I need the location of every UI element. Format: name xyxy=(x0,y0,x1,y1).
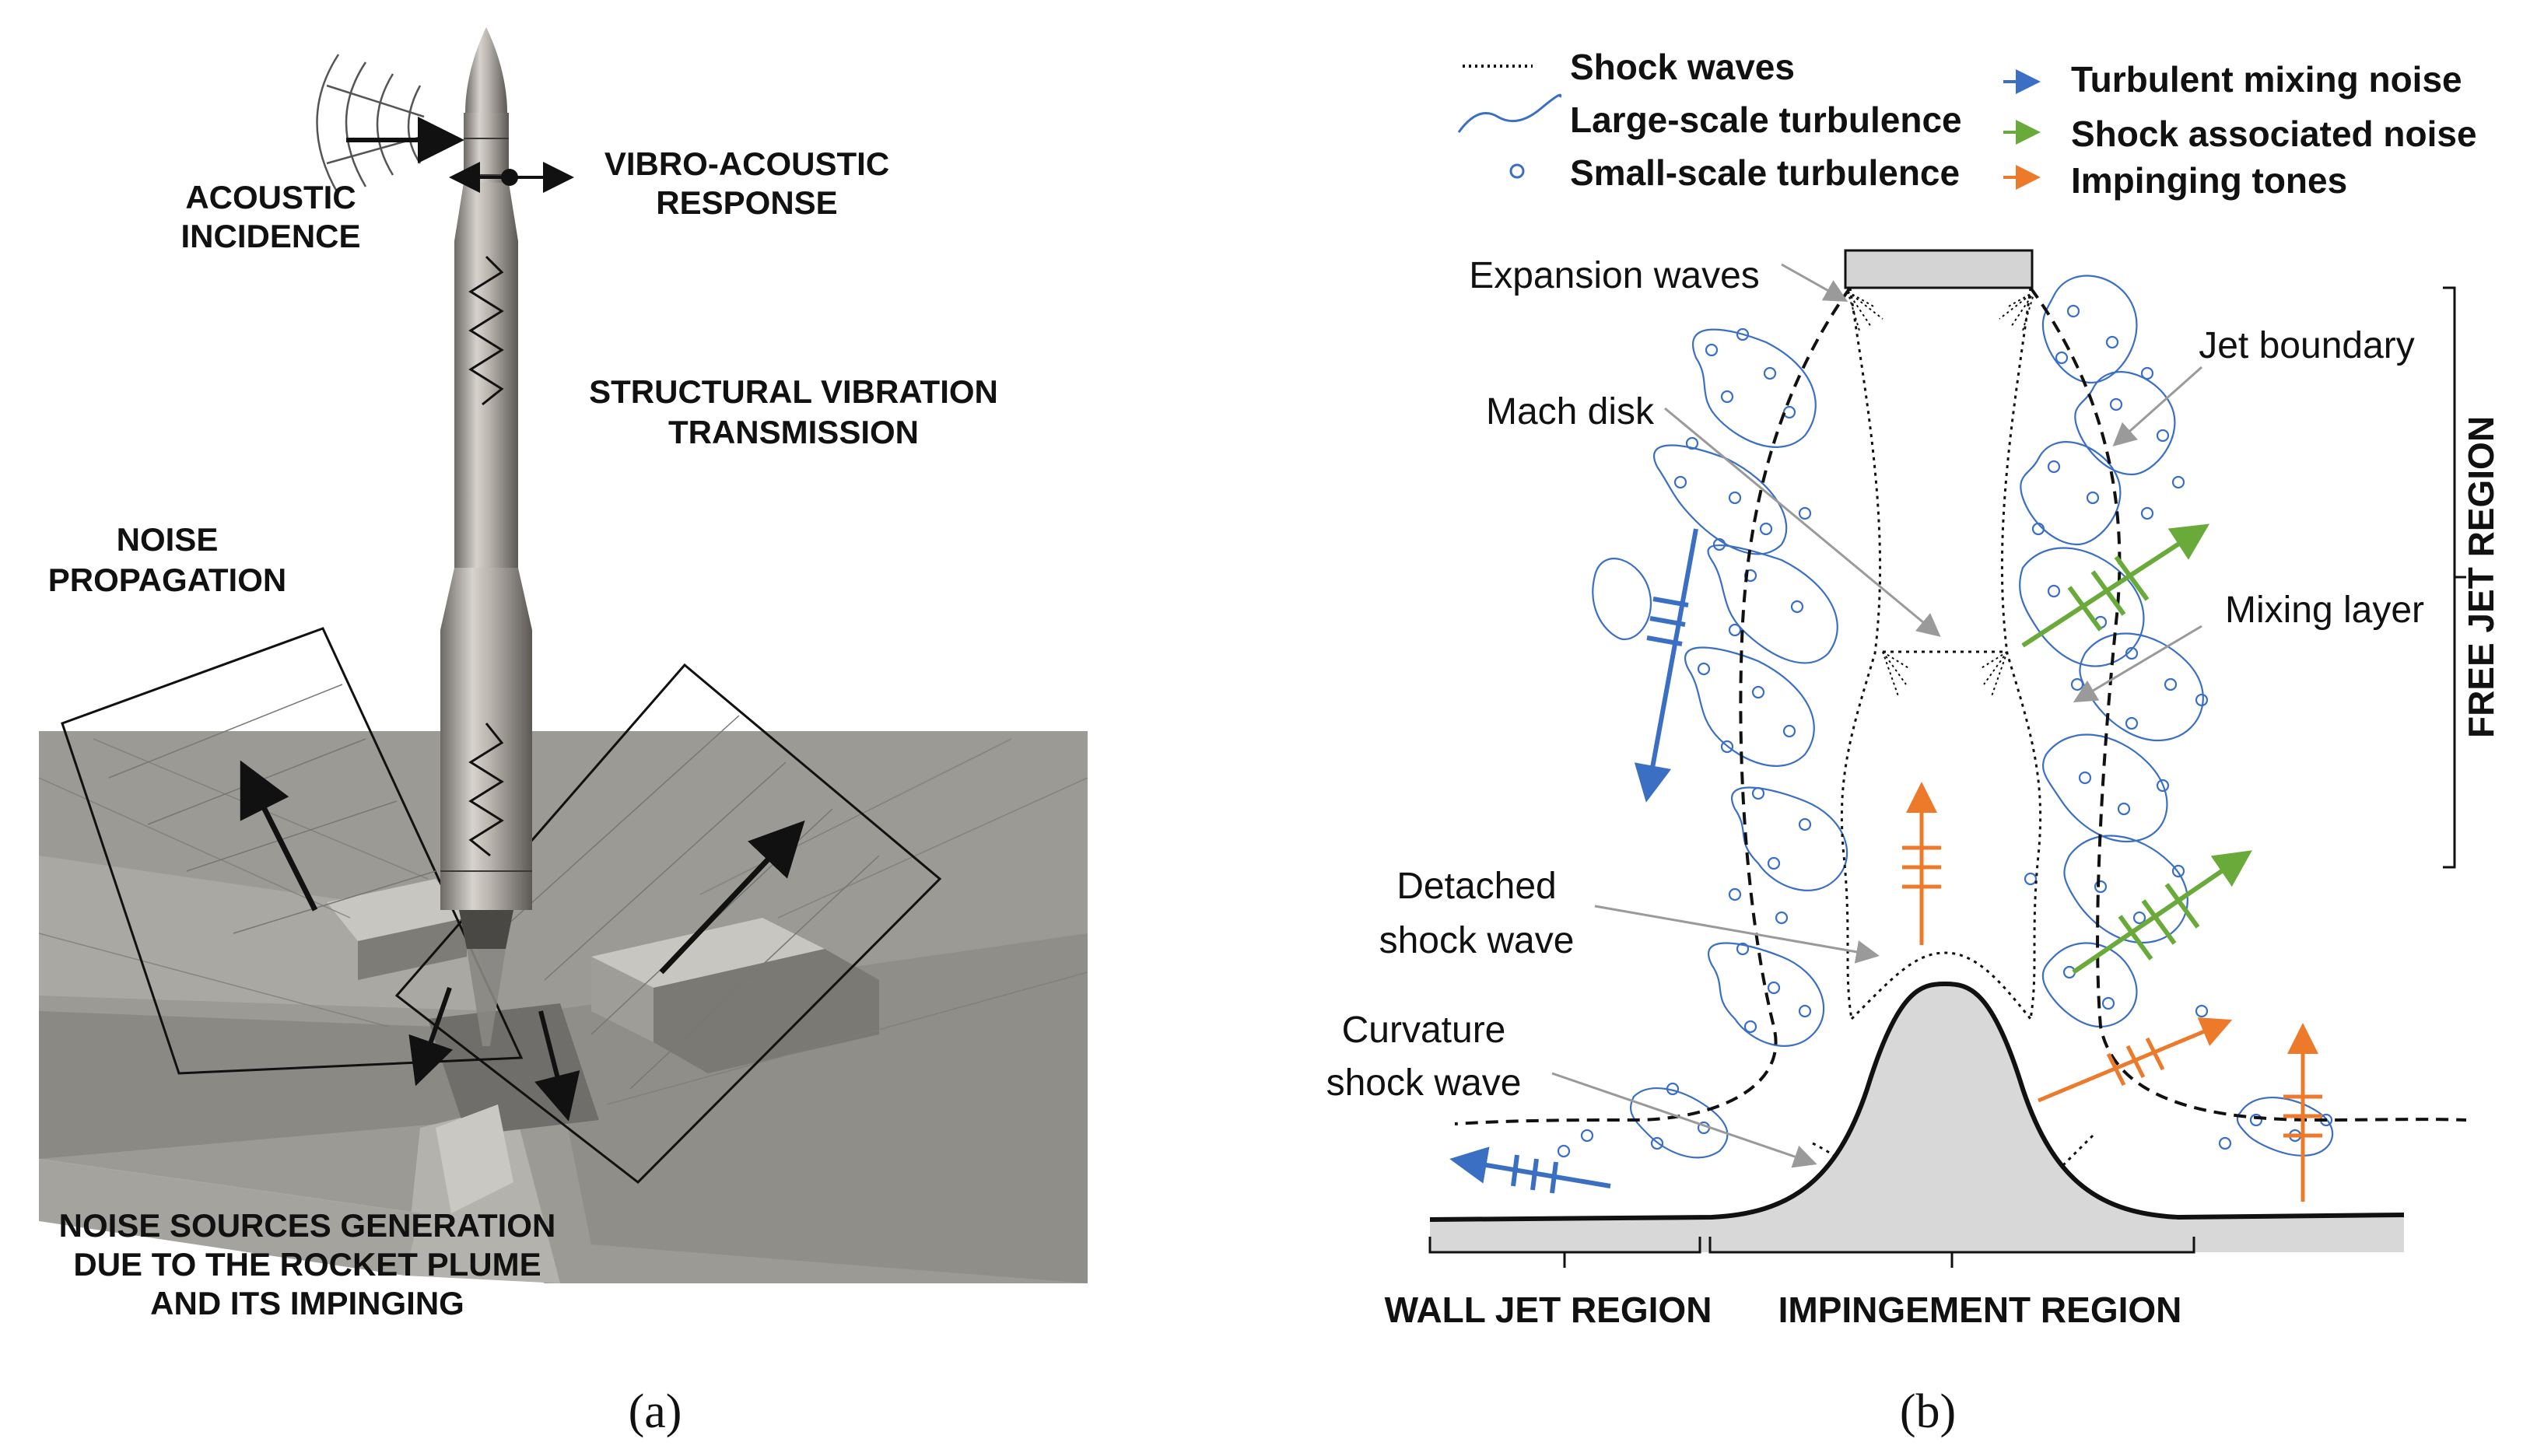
label-noise-sources-2: DUE TO THE ROCKET PLUME xyxy=(73,1246,541,1283)
region-braces xyxy=(1428,286,2466,1268)
vibro-acoustic-arrow-icon xyxy=(449,162,574,193)
turbulent-mixing-arrow-upper-icon xyxy=(1634,528,1698,803)
expansion-fans xyxy=(1847,291,2035,697)
legend-large-scale: Large-scale turbulence xyxy=(1570,100,1962,140)
impinging-tones-arrows xyxy=(1902,782,2322,1202)
legend-small-scale: Small-scale turbulence xyxy=(1570,152,1960,193)
acoustic-incidence-waves-icon xyxy=(316,54,425,195)
label-mixing-layer: Mixing layer xyxy=(2225,590,2424,631)
vibration-zigzag-upper-icon xyxy=(468,255,504,406)
label-acoustic-incidence-1: ACOUSTIC xyxy=(185,179,356,215)
large-scale-turbulence xyxy=(1592,275,2334,1159)
jet-boundary xyxy=(1454,286,2467,1125)
caption-a: (a) xyxy=(629,1385,682,1438)
legend-small-scale-icon xyxy=(1509,163,1525,179)
leader-arrows xyxy=(1551,263,2202,1168)
caption-b: (b) xyxy=(1900,1385,1956,1438)
turbulent-mixing-arrows xyxy=(1449,528,1698,1194)
vibration-zigzag-lower-icon xyxy=(468,723,504,857)
label-impingement-region: IMPINGEMENT REGION xyxy=(1778,1290,2182,1330)
impinging-tone-arrow-diagonal-icon xyxy=(2038,1017,2233,1103)
label-noise-sources-1: NOISE SOURCES GENERATION xyxy=(59,1207,556,1244)
noise-propagation-cones xyxy=(61,627,942,1184)
label-vibro-acoustic-2: RESPONSE xyxy=(656,184,837,221)
label-noise-sources-3: AND ITS IMPINGING xyxy=(150,1285,464,1321)
label-expansion-waves: Expansion waves xyxy=(1469,255,1760,296)
plume-left-arrow-icon xyxy=(408,987,454,1087)
launch-pad-ground xyxy=(38,731,1088,1283)
label-mach-disk: Mach disk xyxy=(1486,391,1655,432)
label-jet-boundary: Jet boundary xyxy=(2199,325,2415,366)
label-structural-1: STRUCTURAL VIBRATION xyxy=(589,373,998,410)
nozzle xyxy=(1844,249,2034,289)
rocket xyxy=(440,27,532,1046)
label-acoustic-incidence-2: INCIDENCE xyxy=(180,218,360,254)
plume-right-arrow-icon xyxy=(534,1010,580,1122)
label-wall-jet-region: WALL JET REGION xyxy=(1385,1290,1712,1330)
shock-associated-arrow-upper-icon xyxy=(2021,523,2210,648)
legend-impinging-tones: Impinging tones xyxy=(2071,160,2347,201)
noise-propagation-right-arrow-icon xyxy=(659,820,805,975)
ground-surface xyxy=(1430,984,2404,1252)
ground-outline xyxy=(1429,981,2405,1222)
label-structural-2: TRANSMISSION xyxy=(668,414,919,450)
legend: Shock waves Large-scale turbulence Small… xyxy=(1457,47,2477,201)
label-detached-1: Detached xyxy=(1396,866,1556,907)
legend-large-scale-icon xyxy=(1457,93,1562,133)
legend-shock-associated: Shock associated noise xyxy=(2071,114,2477,154)
legend-shock-waves: Shock waves xyxy=(1570,47,1795,87)
panel-a: ACOUSTIC INCIDENCE VIBRO-ACOUSTIC RESPON… xyxy=(38,27,1088,1438)
label-noise-propagation-2: PROPAGATION xyxy=(48,562,286,598)
panel-b: Shock waves Large-scale turbulence Small… xyxy=(1326,47,2501,1438)
noise-propagation-left-arrow-icon xyxy=(240,760,318,912)
label-curvature-1: Curvature xyxy=(1342,1010,1506,1051)
small-scale-turbulence xyxy=(1557,304,2333,1158)
label-vibro-acoustic-1: VIBRO-ACOUSTIC xyxy=(604,145,889,182)
label-curvature-2: shock wave xyxy=(1326,1062,1522,1104)
shock-associated-arrows xyxy=(2021,523,2252,975)
label-noise-propagation-1: NOISE xyxy=(117,521,219,558)
label-free-jet-region: FREE JET REGION xyxy=(2461,416,2501,738)
shock-associated-arrow-lower-icon xyxy=(2072,850,2252,975)
legend-turbulent-mixing: Turbulent mixing noise xyxy=(2071,59,2462,100)
label-detached-2: shock wave xyxy=(1379,920,1575,961)
